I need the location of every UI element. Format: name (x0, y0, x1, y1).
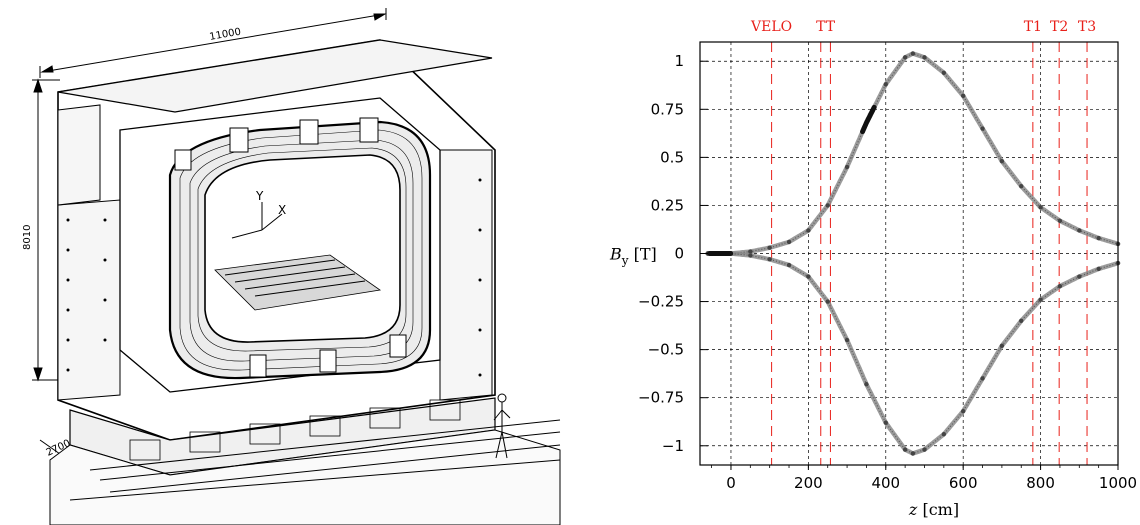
axis-y-label: Y (255, 189, 264, 203)
y-tick-label: −0.25 (638, 293, 684, 311)
detector-label-velo: VELO (750, 19, 792, 35)
series-line (707, 252, 1119, 455)
y-tick-label: 0 (674, 245, 684, 263)
data-point (902, 55, 908, 60)
x-tick-label: 400 (871, 474, 900, 492)
data-point (922, 447, 927, 452)
data-point (999, 159, 1005, 164)
data-point (864, 382, 869, 387)
series-1 (705, 51, 1121, 256)
data-point (748, 249, 753, 254)
axis-x-label: X (278, 203, 286, 217)
data-point (1057, 218, 1063, 224)
data-point (960, 93, 966, 99)
arrowhead (40, 65, 54, 73)
dimension-label-length: 11000 (209, 27, 242, 43)
data-series (705, 51, 1121, 456)
data-point (844, 337, 850, 343)
y-tick-label: 1 (674, 52, 684, 70)
x-tick-label: 600 (949, 474, 978, 492)
data-point (980, 126, 985, 131)
series-line (707, 52, 1119, 255)
data-point (806, 274, 811, 279)
x-tick-label: 0 (726, 474, 736, 492)
dense-point (871, 104, 877, 110)
coil-inner (204, 154, 401, 343)
human-figure (493, 393, 511, 459)
data-point (922, 55, 927, 60)
data-point (786, 262, 792, 268)
detector-label-t2: T2 (1050, 19, 1068, 35)
data-point (999, 343, 1005, 348)
data-point (941, 432, 947, 437)
dimension-label-height: 8010 (22, 225, 33, 250)
data-point (786, 239, 792, 245)
axis-labels: By [T] z [cm] (609, 245, 959, 520)
y-tick-label: −1 (662, 437, 684, 455)
field-chart-svg: VELO TT T1 T2 T3 0 200 400 600 800 1000 1 0.75 0.5 0.… (609, 19, 1137, 520)
data-point (748, 253, 753, 258)
data-point (960, 408, 966, 414)
y-tick-label: −0.5 (648, 341, 684, 359)
magnet-drawing-svg: 11000 8010 2700 Y X (22, 8, 561, 525)
data-point (941, 70, 947, 75)
data-point (883, 420, 888, 425)
data-point (1038, 205, 1043, 210)
data-point (1077, 228, 1082, 233)
dense-point (728, 251, 734, 256)
x-axis-label: z [cm] (908, 500, 959, 519)
series-band (705, 251, 1121, 456)
data-point (980, 376, 985, 381)
data-point (1019, 184, 1024, 189)
dense-points (707, 104, 877, 256)
magnet-drawing: 11000 8010 2700 Y X (22, 8, 561, 525)
data-point (902, 447, 908, 452)
field-chart: VELO TT T1 T2 T3 0 200 400 600 800 1000 1 0.75 0.5 0.… (570, 0, 1140, 525)
y-tick-label: 0.25 (651, 196, 684, 214)
data-point (1038, 297, 1043, 302)
series-band (705, 51, 1121, 256)
data-point (825, 299, 830, 304)
arrowhead (373, 13, 387, 21)
series-2 (705, 251, 1121, 456)
y-tick-label: −0.75 (638, 389, 684, 407)
ticks: 0 200 400 600 800 1000 1 0.75 0.5 0.25 0 −0.25 −0.5 −… (638, 52, 1137, 492)
x-tick-label: 200 (794, 474, 823, 492)
data-point (1096, 266, 1101, 272)
detector-label-tt: TT (816, 19, 836, 35)
data-point (806, 228, 811, 233)
detector-label-t1: T1 (1024, 19, 1042, 35)
data-point (910, 51, 916, 56)
data-point (767, 257, 772, 262)
data-point (883, 82, 888, 87)
data-point (767, 245, 772, 250)
dimension-line-top (41, 13, 386, 73)
data-point (844, 164, 850, 170)
x-tick-label: 1000 (1099, 474, 1137, 492)
data-point (910, 451, 916, 456)
grid (700, 42, 1119, 465)
y-tick-label: 0.5 (660, 148, 684, 166)
y-axis-label: By [T] (609, 245, 657, 268)
data-point (825, 203, 830, 208)
data-point (1019, 318, 1024, 323)
detector-label-t3: T3 (1078, 19, 1096, 35)
y-tick-label: 0.75 (651, 100, 684, 118)
data-point (1057, 283, 1063, 289)
x-tick-label: 800 (1026, 474, 1055, 492)
detector-lines: VELO TT T1 T2 T3 (750, 19, 1096, 465)
data-point (1077, 274, 1082, 279)
data-point (1096, 235, 1101, 241)
